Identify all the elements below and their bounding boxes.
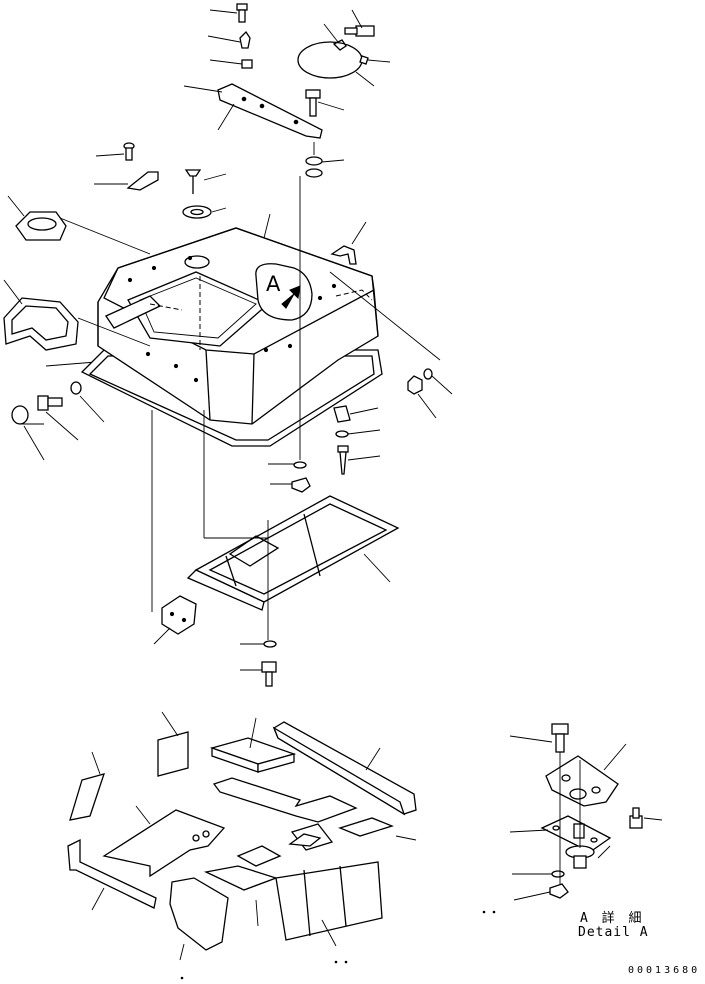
callout-a-label: A	[266, 272, 281, 296]
clip-top	[239, 30, 251, 49]
seal-gasket	[3, 297, 79, 351]
bolt-top-right	[344, 25, 375, 37]
pad-5	[212, 777, 358, 823]
washer-small-right	[335, 430, 349, 438]
bolt-frame	[261, 661, 277, 687]
detail-a-assembly	[482, 723, 663, 914]
nut-top	[241, 59, 253, 69]
detail-nut	[549, 883, 569, 899]
washer-frame-lower	[263, 640, 277, 648]
detail-plate-upper	[545, 755, 619, 807]
top-bracket-assembly	[183, 3, 391, 178]
callout-a-arrow	[281, 285, 301, 309]
washer-right	[423, 368, 433, 380]
hex-nut-right	[407, 375, 423, 395]
nut-frame	[291, 477, 311, 493]
pad-6	[102, 809, 226, 878]
insulation-pads	[67, 711, 417, 980]
hinge-bracket	[161, 595, 197, 635]
bolt-mid	[305, 89, 321, 117]
pad-8	[169, 877, 229, 951]
washer-left	[70, 381, 82, 395]
grommet	[182, 205, 212, 219]
main-cover	[80, 213, 383, 447]
drawing-number: 00013680	[628, 965, 701, 976]
detail-label-en: Detail A	[578, 925, 649, 940]
mount-frame	[59, 176, 441, 687]
bolt-left	[37, 395, 63, 411]
pad-7	[67, 838, 157, 909]
screw-center	[184, 169, 202, 194]
cover-fittings	[94, 142, 367, 265]
hex-nut-large	[15, 211, 67, 241]
pad-1	[157, 731, 189, 777]
plug-left	[11, 405, 29, 425]
strap-clip	[126, 171, 159, 191]
callout-a-circle	[255, 263, 313, 321]
detail-washer	[551, 870, 565, 878]
detail-ellipse	[297, 41, 363, 79]
screw-left	[123, 142, 135, 161]
left-loose-parts	[3, 195, 105, 461]
pad-10	[275, 861, 383, 941]
handle-right	[330, 245, 357, 265]
pad-2	[69, 773, 106, 821]
pad-11	[338, 817, 394, 837]
right-side-parts	[333, 368, 453, 475]
clip-right	[333, 405, 351, 423]
pin-right	[337, 445, 349, 475]
detail-bolt-right	[629, 807, 643, 829]
detail-label-jp: A 詳 細	[580, 911, 645, 926]
washer-frame-upper	[293, 461, 307, 469]
pad-9	[203, 865, 278, 891]
bolt-top	[236, 3, 248, 23]
detail-bolt-top	[551, 723, 569, 753]
